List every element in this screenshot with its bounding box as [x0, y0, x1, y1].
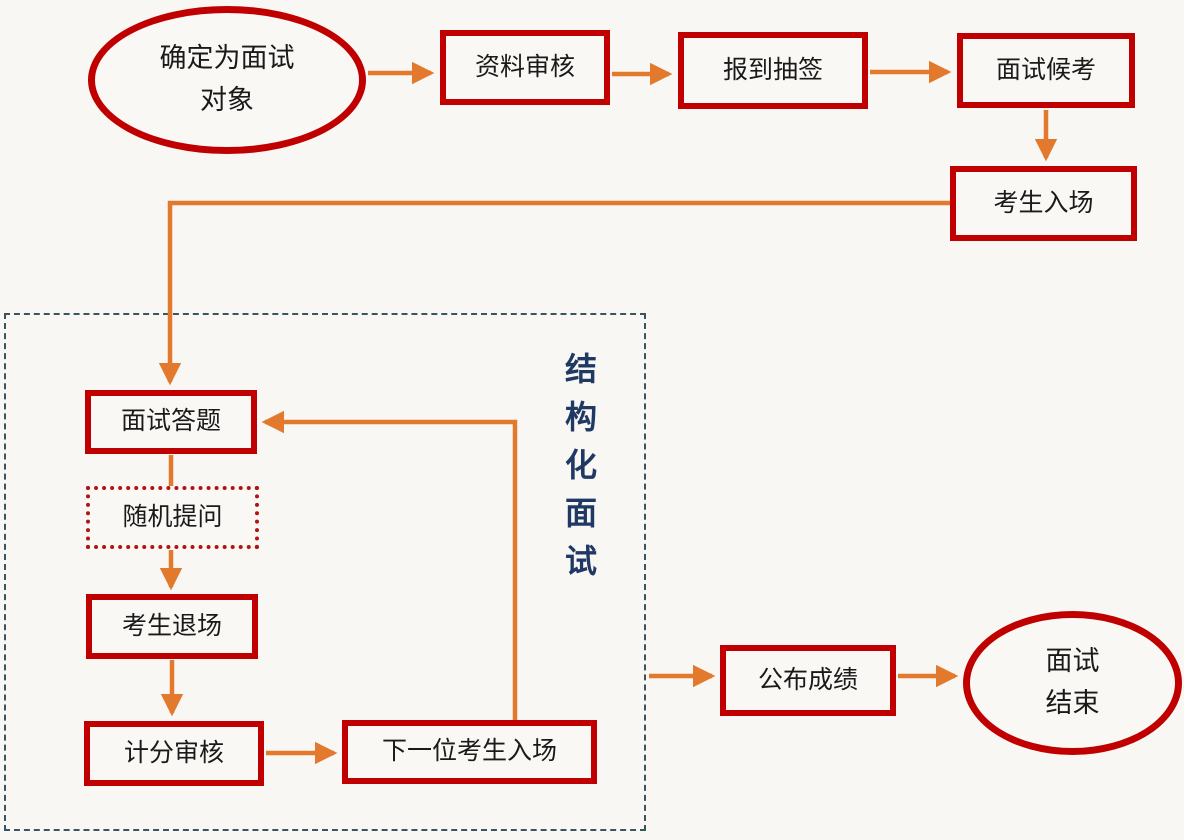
structured-interview-group-label: 结构化面试 [561, 352, 597, 592]
node-material-review: 资料审核 [440, 30, 610, 105]
node-interview-answer: 面试答题 [85, 390, 257, 454]
node-announce-results: 公布成绩 [720, 645, 896, 716]
node-next-candidate-enter: 下一位考生入场 [342, 720, 597, 784]
node-interview-waiting: 面试候考 [957, 33, 1135, 108]
node-checkin-lottery: 报到抽签 [678, 32, 868, 109]
node-random-question: 随机提问 [86, 486, 259, 549]
node-candidate-exit: 考生退场 [86, 594, 258, 659]
node-candidate-enter: 考生入场 [950, 166, 1137, 241]
node-end: 面试 结束 [963, 611, 1182, 755]
node-start: 确定为面试 对象 [88, 6, 366, 154]
node-score-review: 计分审核 [84, 721, 264, 786]
